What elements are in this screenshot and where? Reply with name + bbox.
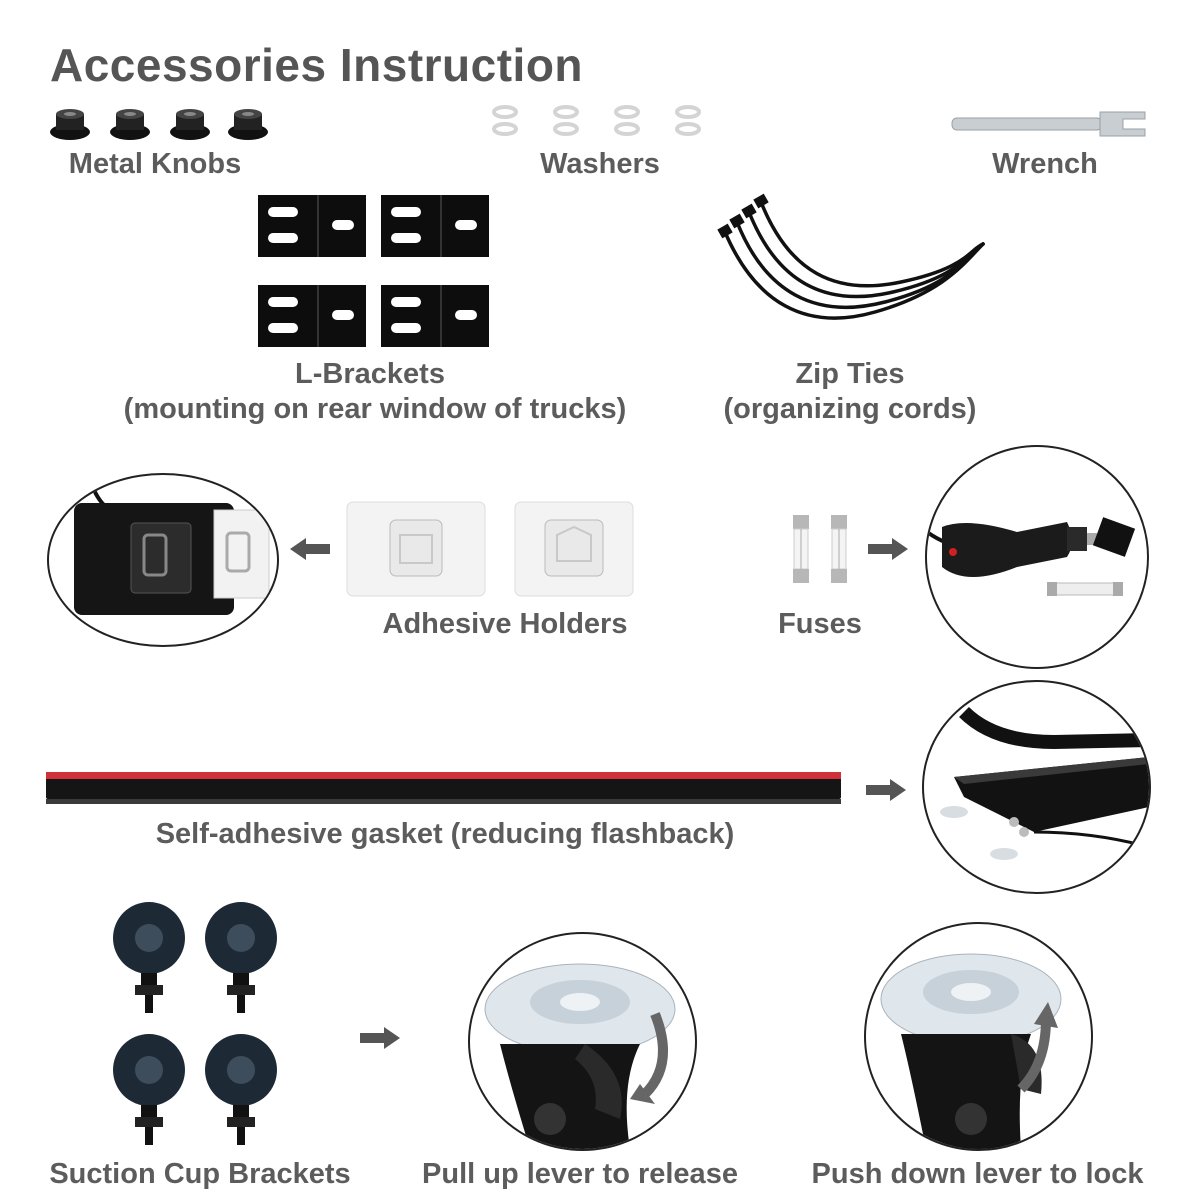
washers-image bbox=[490, 104, 715, 138]
gasket-strip-image bbox=[46, 772, 841, 806]
page-title: Accessories Instruction bbox=[50, 39, 584, 91]
knob-icon bbox=[50, 109, 90, 140]
gasket-label: Self-adhesive gasket (reducing flashback… bbox=[155, 818, 735, 850]
mounted-holder-circle-image bbox=[47, 473, 279, 647]
arrow-left-icon bbox=[290, 538, 330, 560]
zip-ties-note: (organizing cords) bbox=[723, 393, 977, 425]
zip-ties-label: Zip Ties bbox=[795, 358, 905, 390]
l-brackets-image bbox=[258, 195, 493, 350]
fuses-image bbox=[787, 515, 857, 583]
zip-ties-image bbox=[715, 192, 990, 342]
wrench-image bbox=[950, 110, 1150, 138]
fuses-label: Fuses bbox=[778, 608, 862, 640]
suction-cup-brackets-label: Suction Cup Brackets bbox=[49, 1158, 351, 1190]
push-down-label: Push down lever to lock bbox=[811, 1158, 1144, 1190]
wrench-label: Wrench bbox=[992, 148, 1098, 180]
cigarette-plug-circle-image bbox=[925, 445, 1149, 669]
adhesive-holders-image bbox=[345, 500, 635, 600]
pull-up-label: Pull up lever to release bbox=[422, 1158, 738, 1190]
pull-lever-circle-image bbox=[468, 932, 697, 1151]
l-brackets-note: (mounting on rear window of trucks) bbox=[123, 393, 627, 425]
washers-label: Washers bbox=[540, 148, 660, 180]
arrow-right-icon bbox=[360, 1027, 400, 1049]
arrow-right-icon bbox=[868, 538, 908, 560]
push-lever-circle-image bbox=[864, 922, 1093, 1151]
metal-knobs-label: Metal Knobs bbox=[68, 148, 242, 180]
arrow-right-icon bbox=[866, 779, 906, 801]
l-brackets-label: L-Brackets bbox=[295, 358, 445, 390]
gasket-mounted-circle-image bbox=[922, 680, 1151, 894]
suction-cup-brackets-image bbox=[105, 893, 285, 1148]
metal-knobs-image bbox=[48, 104, 273, 142]
adhesive-holders-label: Adhesive Holders bbox=[382, 608, 628, 640]
